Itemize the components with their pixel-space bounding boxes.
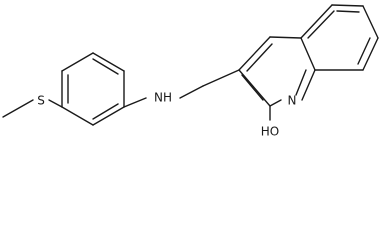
phenyl-double-bond [92, 103, 119, 120]
sulfur-atom-label: S [37, 94, 45, 108]
benzo-bond [300, 4, 333, 39]
phenyl-double-bond [92, 58, 119, 75]
chemical-structure-diagram: S NH N HO [2, 4, 379, 139]
amine-atom-label: NH [154, 91, 172, 105]
hydroxyl-atom-label: HO [261, 125, 279, 139]
phenyl-bond [61, 106, 94, 126]
pyridine-bond [269, 99, 282, 107]
bond-amine-methylene [179, 85, 204, 99]
benzo-double-bond [307, 10, 335, 39]
bond-sulfur-phenyl [48, 99, 63, 108]
pyridine-bond [269, 36, 302, 39]
phenyl-bond [92, 106, 125, 126]
benzo-bond [362, 5, 379, 39]
ring-nitrogen-atom-label: N [288, 94, 297, 108]
pyridine-ring [238, 36, 316, 107]
pyridine-bond [238, 36, 271, 71]
phenyl-bond [92, 52, 125, 72]
pyridine-bond [301, 69, 316, 101]
benzo-bond [331, 4, 364, 7]
pyridine-double-bond [246, 43, 273, 72]
pyridine-double-bond [241, 74, 264, 101]
benzo-double-bond [357, 37, 371, 65]
pyridine-bond [238, 69, 271, 107]
bond-phenyl-amine [123, 97, 147, 108]
phenyl-ring [61, 52, 125, 126]
phenyl-bond [61, 52, 94, 72]
pyridine-double-bond [295, 69, 307, 96]
benzo-ring [300, 4, 379, 71]
benzo-double-bond [336, 10, 360, 13]
benzo-bond [362, 37, 379, 71]
bond-methyl-sulfur [2, 99, 34, 118]
pyridine-bond [300, 37, 316, 71]
bond-methylene-quinoline [202, 69, 240, 87]
